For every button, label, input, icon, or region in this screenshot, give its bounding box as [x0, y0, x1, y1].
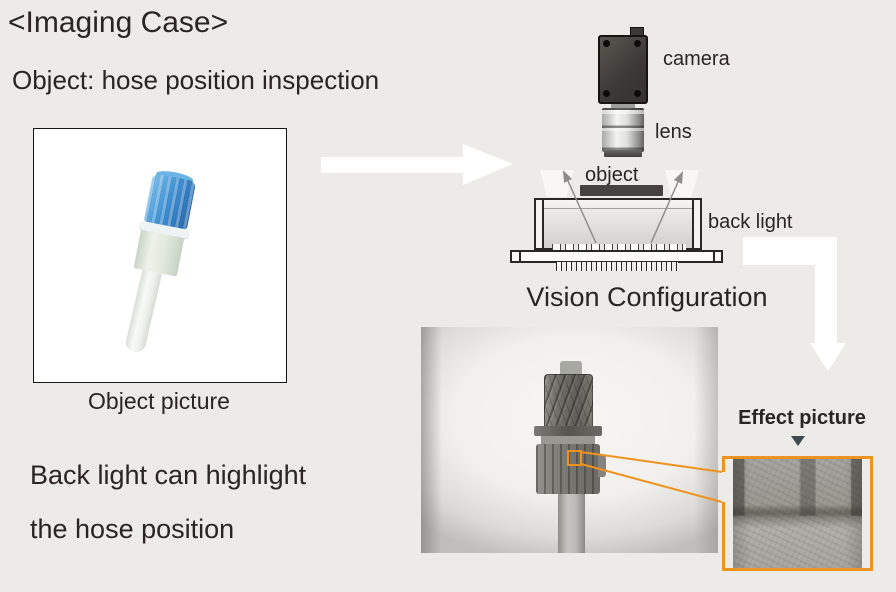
gs-neck — [541, 436, 595, 444]
object-subtitle: Object: hose position inspection — [12, 65, 380, 95]
backlight-post-left — [534, 198, 544, 250]
flow-arrow-right-icon — [321, 144, 513, 185]
back-light-label: back light — [708, 211, 793, 233]
lens-label: lens — [655, 121, 692, 143]
gs-side-tab — [598, 455, 606, 477]
light-glow-right — [665, 170, 699, 197]
gs-collar — [536, 444, 600, 494]
conclusion-line-1: Back light can highlight — [30, 460, 307, 490]
camera-screw — [603, 40, 610, 47]
heatsink-teeth — [556, 262, 678, 271]
camera-screw — [634, 40, 641, 47]
object-picture — [33, 128, 287, 383]
vision-configuration-caption: Vision Configuration — [526, 282, 768, 312]
camera-label: camera — [663, 48, 730, 70]
backlight-diffuser-line — [536, 208, 700, 209]
backlit-image — [421, 327, 718, 553]
camera-mount — [611, 104, 635, 108]
effect-picture-label: Effect picture — [738, 407, 866, 429]
object-label: object — [585, 164, 639, 186]
camera-screw — [634, 90, 641, 97]
gs-top-nub — [560, 361, 582, 375]
lens-icon — [602, 108, 644, 152]
backlight-post-right — [692, 198, 702, 250]
lens-bottom-ring — [604, 150, 642, 157]
effect-picture — [733, 457, 862, 570]
connector-tube — [124, 269, 162, 354]
page-title: <Imaging Case> — [8, 6, 229, 39]
inspected-object-bar — [580, 185, 663, 196]
object-picture-caption: Object picture — [88, 388, 230, 414]
backlight-box — [534, 198, 702, 250]
camera-screw — [603, 90, 610, 97]
gs-ribbed-cap — [544, 374, 593, 429]
hose-connector-illustration — [79, 160, 235, 379]
light-glow-left — [540, 170, 574, 197]
led-row — [552, 244, 686, 251]
base-notch-left — [519, 252, 521, 261]
gs-flange — [534, 426, 602, 436]
down-pointer-icon — [791, 436, 805, 446]
base-notch-right — [713, 252, 715, 261]
conclusion-line-2: the hose position — [30, 514, 235, 544]
connector-body — [133, 229, 185, 277]
gs-hose — [558, 494, 585, 553]
